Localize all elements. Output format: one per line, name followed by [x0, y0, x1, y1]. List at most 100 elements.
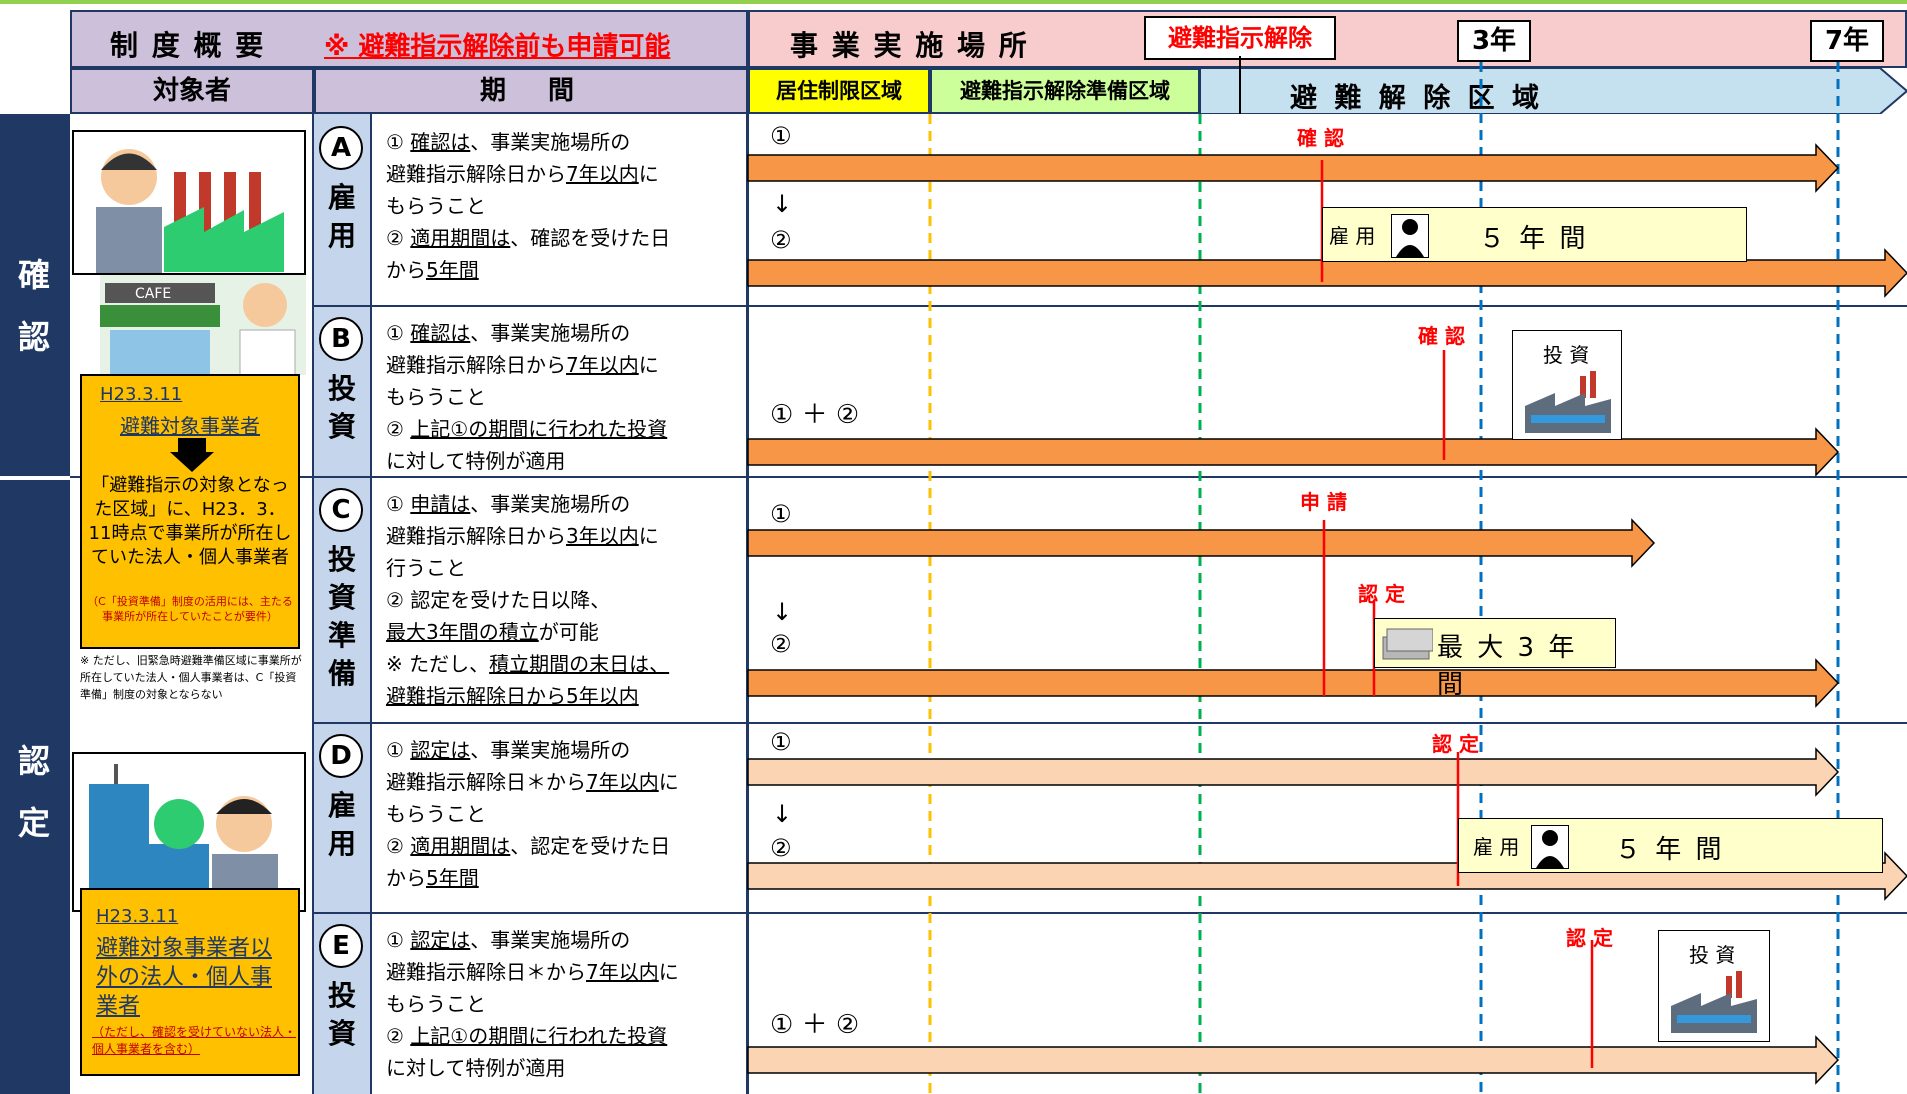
period-line: ② 上記①の期間に行われた投資 — [386, 417, 668, 441]
row-kind-char: 備 — [327, 657, 356, 690]
row-kind-char: 用 — [327, 827, 356, 860]
zone-junbi: 避難指示解除準備区域 — [930, 68, 1200, 114]
person-icon — [1391, 214, 1429, 258]
row-sep-cd — [314, 722, 1907, 724]
cafe-icon: CAFE — [100, 283, 296, 376]
period-line: もらうこと — [386, 194, 486, 218]
zone-kaijo-arrow — [1200, 68, 1907, 114]
zone-kaijo-label: 避 難 解 除 区 域 — [1290, 83, 1543, 114]
row-c-label2: ② — [770, 630, 792, 658]
box2-title: 避難対象事業者以外の法人・個人事業者 — [96, 936, 273, 1019]
sidebar-nintei: 認定 — [0, 480, 70, 1094]
left-box-other: H23.3.11 避難対象事業者以外の法人・個人事業者 （ただし、確認を受けてい… — [80, 888, 300, 1076]
period-line: に対して特例が適用 — [386, 1056, 566, 1080]
box1-small: （C「投資準備」制度の活用には、主たる事業所が所在していたことが要件） — [87, 595, 293, 623]
row-letter-circle: C — [319, 488, 363, 532]
period-line: 避難指示解除日＊から7年以内に — [386, 770, 679, 794]
mark-d-label: 認 定 — [1432, 732, 1479, 756]
period-line: 行うこと — [386, 556, 466, 580]
kaijo-mae-note: ※ 避難指示解除前も申請可能 — [324, 32, 671, 62]
period-line: に対して特例が適用 — [386, 449, 566, 473]
box-a-label: 雇 用 — [1329, 224, 1376, 248]
box1-date: H23.3.11 — [100, 384, 183, 405]
box1-desc: 「避難指示の対象となった区域」に、H23．3．11時点で事業所が所在していた法人… — [88, 475, 292, 568]
row-c-label1: ① — [770, 500, 792, 528]
row-c-down: ↓ — [772, 598, 793, 626]
row-kind-char: 資 — [327, 410, 356, 443]
sidebar-nintei-label: 認定 — [18, 742, 51, 842]
period-line: ※ ただし、積立期間の末日は、 — [386, 652, 670, 676]
box-d-label: 雇 用 — [1473, 835, 1520, 859]
zone-kyoju: 居住制限区域 — [748, 68, 930, 114]
sidebar-kakunin-label: 確認 — [18, 256, 51, 356]
row-kind-char: 資 — [327, 581, 356, 614]
box-b: 投 資 — [1512, 330, 1622, 440]
mark-e-label: 認 定 — [1566, 926, 1613, 950]
person-icon — [1531, 825, 1569, 869]
period-line: ① 確認は、事業実施場所の — [386, 130, 631, 154]
box-b-label: 投 資 — [1543, 343, 1590, 367]
row-sep-ab — [314, 305, 1907, 307]
left-box-hinan: H23.3.11 避難対象事業者 「避難指示の対象となった区域」に、H23．3．… — [80, 374, 300, 649]
arrow-c1 — [747, 518, 1656, 568]
row-kind-char: 用 — [327, 219, 356, 252]
period-line: もらうこと — [386, 802, 486, 826]
box-d-text: ５ 年 間 — [1615, 835, 1725, 865]
row-kind-char: 準 — [327, 619, 356, 652]
mark-c2-label: 認 定 — [1358, 582, 1405, 606]
period-line: もらうこと — [386, 385, 486, 409]
year3-label: 3年 — [1457, 20, 1531, 62]
row-sep-de — [314, 912, 1907, 914]
factory-icon — [96, 149, 284, 273]
arrow-b — [747, 427, 1840, 477]
row-a-label2: ② — [770, 226, 792, 254]
box2-date: H23.3.11 — [96, 906, 179, 927]
cafe-illustration: CAFE — [100, 275, 306, 376]
row-b-label1: ① ＋ ② — [770, 400, 860, 430]
col-sep-2 — [746, 114, 749, 1094]
period-line: から5年間 — [386, 258, 479, 282]
factory-blue-icon — [1671, 971, 1757, 1037]
row-d-label2: ② — [770, 834, 792, 862]
period-line: ① 確認は、事業実施場所の — [386, 321, 631, 345]
mark-c1-label: 申 請 — [1300, 490, 1347, 514]
period-line: ① 認定は、事業実施場所の — [386, 928, 631, 952]
period-line: ① 認定は、事業実施場所の — [386, 738, 631, 762]
box-e: 投 資 — [1658, 930, 1770, 1042]
period-line: ② 適用期間は、確認を受けた日 — [386, 226, 671, 250]
box1-note: ※ ただし、旧緊急時避難準備区域に事業所が所在していた法人・個人事業者は、C「投… — [80, 654, 302, 701]
mark-a-label: 確 認 — [1297, 126, 1344, 150]
box-c: 最 大 3 年 間 — [1374, 618, 1616, 700]
row-letter-circle: B — [319, 317, 363, 361]
period-line: ② 上記①の期間に行われた投資 — [386, 1024, 668, 1048]
row-letter-circle: E — [319, 924, 363, 968]
row-letter-circle: D — [319, 734, 363, 778]
mark-b-label: 確 認 — [1418, 324, 1465, 348]
box-c-text: 最 大 3 年 間 — [1437, 633, 1578, 700]
row-kind-char: 投 — [327, 543, 356, 576]
period-line: 避難指示解除日から3年以内に — [386, 524, 659, 548]
factory-blue-icon — [1525, 371, 1611, 437]
row-kind-char: 投 — [327, 979, 356, 1012]
row-a-down: ↓ — [772, 190, 793, 218]
period-line: から5年間 — [386, 866, 479, 890]
jigyo-title: 事 業 実 施 場 所 — [790, 29, 1029, 62]
period-line: ② 適用期間は、認定を受けた日 — [386, 834, 671, 858]
box-a: 雇 用 ５ 年 間 — [1322, 207, 1747, 262]
box-e-label: 投 資 — [1689, 943, 1736, 967]
down-arrow-icon — [170, 438, 214, 472]
period-line: もらうこと — [386, 992, 486, 1016]
sidebar-kakunin: 確認 — [0, 114, 70, 476]
row-d-down: ↓ — [772, 800, 793, 828]
col-sep-1 — [312, 114, 314, 1094]
row-kind-char: 雇 — [327, 181, 356, 214]
row-kind-char: 資 — [327, 1017, 356, 1050]
period-line: ② 認定を受けた日以降、 — [386, 588, 611, 612]
arrow-d1 — [747, 747, 1840, 797]
seido-title: 制 度 概 要 — [110, 29, 266, 62]
header-taishosha: 対象者 — [70, 68, 314, 114]
worker-factory-illustration — [72, 130, 306, 275]
box-a-text: ５ 年 間 — [1479, 224, 1589, 254]
